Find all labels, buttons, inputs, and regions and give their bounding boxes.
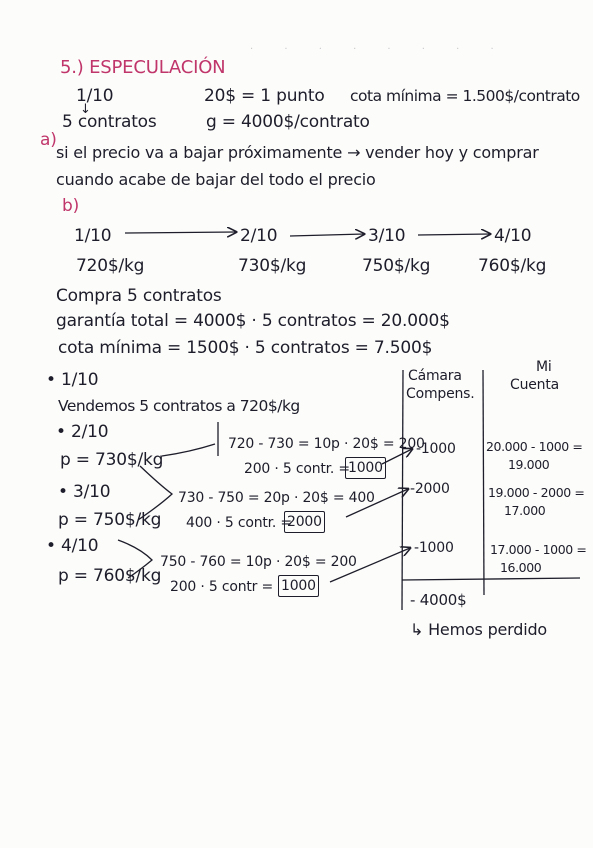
price-1: 720$/kg (76, 256, 145, 276)
calc-2-line-2: 200 · 5 contr. = (244, 461, 350, 477)
result-note: ↳ Hemos perdido (410, 620, 548, 639)
contracts-count: 5 contratos (62, 112, 157, 132)
part-a-label: a) (40, 130, 57, 150)
clearing-value-2: -2000 (410, 481, 450, 497)
part-a-line-2: cuando acabe de bajar del todo el precio (56, 170, 376, 189)
clearing-header-line-2: Compens. (406, 386, 475, 402)
timeline-arrow-1 (124, 232, 236, 233)
entry-price-4: p = 760$/kg (58, 566, 162, 586)
calc-3-line-2: 400 · 5 contr. = (186, 515, 292, 531)
entry-date-2: • 2/10 (56, 422, 109, 442)
calc-3-line-1: 730 - 750 = 20p · 20$ = 400 (178, 490, 375, 506)
timeline-arrow-3 (417, 234, 490, 235)
price-4: 760$/kg (478, 256, 547, 276)
price-3: 750$/kg (362, 256, 431, 276)
calc-2-line-1: 720 - 730 = 10p · 20$ = 200 (228, 436, 425, 452)
calc-4-line-1: 750 - 760 = 10p · 20$ = 200 (160, 554, 357, 570)
point-value: 20$ = 1 punto (204, 86, 325, 106)
table-left-line (401, 369, 404, 611)
result-box-4: 1000 (278, 575, 319, 597)
account-header-line-1: Mi (536, 359, 552, 375)
account-calc-1: 20.000 - 1000 = (486, 439, 583, 454)
entry-date-1: • 1/10 (46, 370, 99, 390)
faint-dots: · · · · · · · · (250, 44, 508, 55)
sell-contracts: Vendemos 5 contratos a 720$/kg (58, 397, 300, 415)
account-calc-3: 17.000 - 1000 = (490, 542, 587, 557)
part-b-label: b) (62, 196, 80, 216)
account-result-2: 17.000 (504, 503, 546, 518)
date-1: 1/10 (74, 226, 112, 246)
account-calc-2: 19.000 - 2000 = (488, 485, 585, 500)
section-title: 5.) ESPECULACIÓN (60, 57, 226, 78)
part-a-line-1: si el precio va a bajar próximamente → v… (56, 143, 539, 162)
clearing-value-1: -1000 (416, 441, 456, 457)
account-result-1: 19.000 (508, 457, 550, 472)
clearing-header-line-1: Cámara (408, 368, 462, 384)
start-date: 1/10 (76, 86, 114, 106)
timeline-arrow-2 (289, 234, 364, 236)
table-total-line (401, 577, 581, 581)
calc-4-line-2: 200 · 5 contr = (170, 579, 273, 595)
result-box-3: 2000 (284, 511, 325, 533)
guarantee-per-contract: g = 4000$/contrato (206, 112, 370, 132)
entry-date-4: • 4/10 (46, 536, 99, 556)
clearing-total: - 4000$ (410, 591, 467, 609)
date-2: 2/10 (240, 226, 278, 246)
entry-price-3: p = 750$/kg (58, 510, 162, 530)
min-quota-total: cota mínima = 1500$ · 5 contratos = 7.50… (58, 338, 433, 358)
account-header-line-2: Cuenta (510, 377, 560, 393)
down-arrow: ↓ (80, 102, 91, 117)
date-3: 3/10 (368, 226, 406, 246)
account-result-3: 16.000 (500, 560, 542, 575)
date-4: 4/10 (494, 226, 532, 246)
min-quota-per-contract: cota mínima = 1.500$/contrato (350, 87, 580, 105)
buy-contracts: Compra 5 contratos (56, 286, 222, 306)
clearing-value-3: -1000 (414, 540, 454, 556)
table-mid-line (482, 369, 485, 596)
bracket-2 (161, 443, 216, 457)
entry-price-2: p = 730$/kg (60, 450, 164, 470)
total-guarantee: garantía total = 4000$ · 5 contratos = 2… (56, 311, 450, 331)
result-box-2: 1000 (345, 457, 386, 479)
price-2: 730$/kg (238, 256, 307, 276)
entry-date-3: • 3/10 (58, 482, 111, 502)
